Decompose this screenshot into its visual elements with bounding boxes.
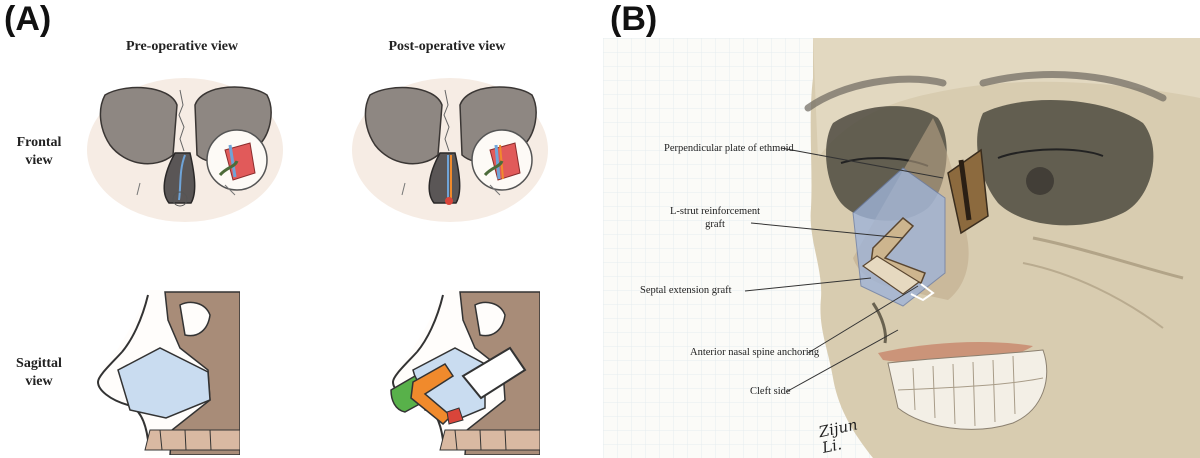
frontal-preoperative-illustration	[87, 78, 283, 222]
callout-nasal-spine: Anterior nasal spine anchoring	[690, 347, 820, 358]
row-header-frontal: Frontal view	[16, 135, 62, 168]
frontal-postoperative-illustration	[352, 78, 548, 222]
callout-perpendicular-plate: Perpendicular plate of ethmoid	[664, 143, 794, 154]
callout-l-strut-text: L-strut reinforcement graft	[669, 206, 761, 230]
row-header-sagittal: Sagittal view	[16, 356, 62, 389]
column-header-postoperative: Post-operative view	[388, 39, 506, 54]
sagittal-preoperative-illustration	[96, 290, 240, 455]
callout-cleft-side: Cleft side	[750, 386, 791, 397]
sagittal-postoperative-illustration	[390, 290, 540, 455]
panel-b-label: (B)	[610, 0, 658, 38]
callout-septal-extension: Septal extension graft	[640, 285, 732, 296]
skull-illustration	[603, 38, 1200, 458]
callout-l-strut: L-strut reinforcement graft	[660, 205, 770, 231]
panel-a-label: (A)	[4, 0, 52, 38]
callout-leader-lines	[744, 147, 944, 393]
column-header-preoperative: Pre-operative view	[125, 39, 239, 54]
